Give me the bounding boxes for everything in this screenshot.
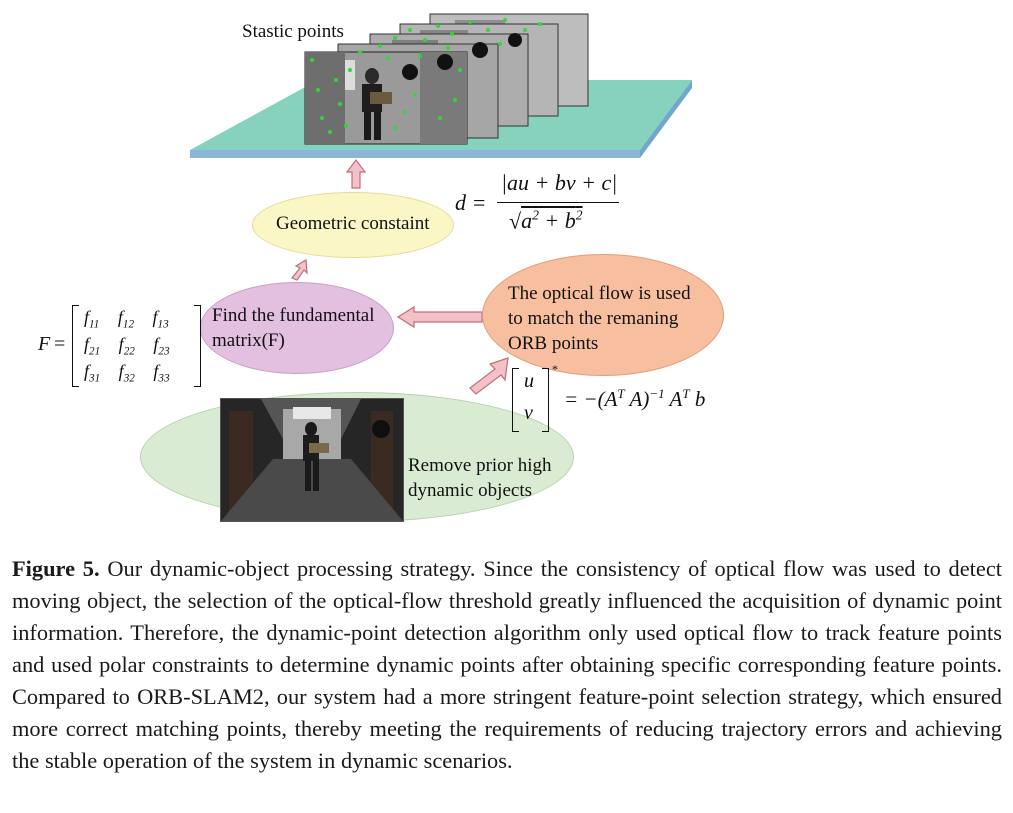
caption-label: Figure 5. [12, 556, 100, 581]
fundamental-label-line2: matrix(F) [212, 330, 285, 351]
optical-label-line2: to match the remaning [508, 308, 679, 329]
diagram-svg [190, 13, 692, 395]
arrow-to-optical [469, 357, 509, 395]
remove-label-line1: Remove prior high [408, 455, 552, 476]
caption-text: Our dynamic-object processing strategy. … [12, 556, 1002, 773]
distance-formula: d = |au + bv + c| √a2 + b2 [455, 170, 619, 234]
geometric-constraint-label: Geometric constaint [276, 213, 430, 234]
arrow-to-plane [345, 159, 367, 189]
static-points-label: Stastic points [242, 21, 344, 42]
arrow-to-fundamental [396, 305, 483, 329]
geometric-constraint-node [252, 192, 454, 258]
map-plane-front [190, 150, 640, 158]
fundamental-label-line1: Find the fundamental [212, 305, 375, 326]
static-feature-points [310, 18, 542, 134]
optical-label-line3: ORB points [508, 333, 599, 354]
optical-label-line1: The optical flow is used [508, 283, 691, 304]
corridor-photo-graphic [221, 399, 403, 521]
optical-flow-node [482, 254, 724, 376]
figure-caption: Figure 5. Our dynamic-object processing … [12, 553, 1002, 777]
remove-label-line2: dynamic objects [408, 480, 532, 501]
corridor-photo [220, 398, 404, 522]
fundamental-matrix-formula: F = f11 f12 f13 f21 f22 f23 f31 f32 f33 [38, 303, 204, 389]
arrow-to-geometric [291, 258, 308, 281]
optical-flow-formula: u v * = −(AT A)−1 AT b [512, 362, 722, 432]
fundamental-matrix-node [200, 282, 394, 374]
frame-stack [304, 13, 589, 145]
